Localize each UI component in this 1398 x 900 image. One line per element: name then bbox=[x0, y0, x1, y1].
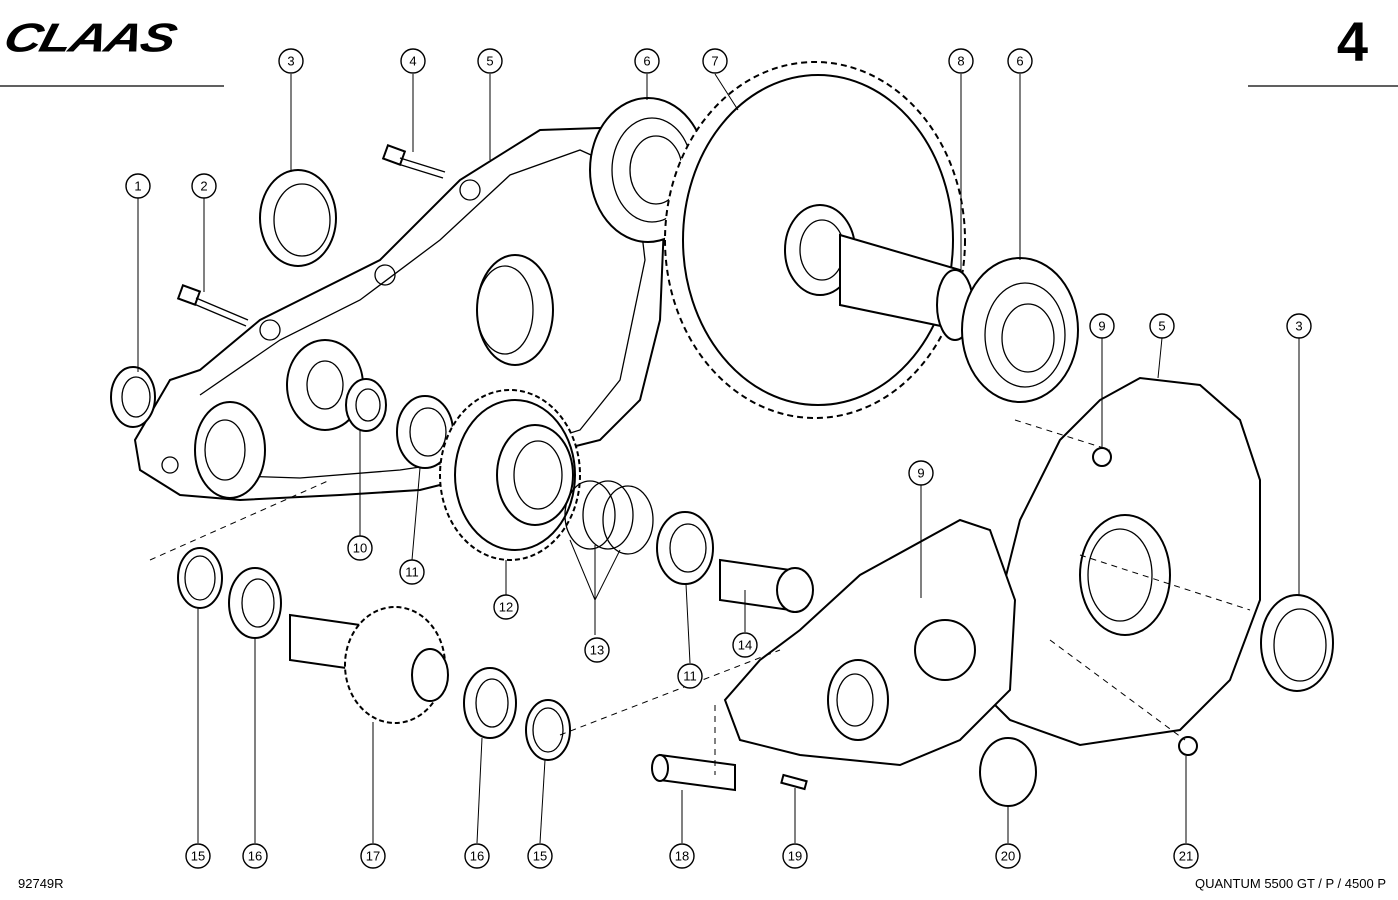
callout-1: 1 bbox=[125, 173, 151, 199]
svg-text:16: 16 bbox=[248, 849, 262, 864]
callout-15-right: 15 bbox=[527, 843, 553, 869]
callout-11-right: 11 bbox=[677, 663, 703, 689]
svg-text:6: 6 bbox=[643, 54, 650, 69]
callout-19: 19 bbox=[782, 843, 808, 869]
callout-18: 18 bbox=[669, 843, 695, 869]
bearing-16-left bbox=[228, 567, 282, 639]
svg-text:21: 21 bbox=[1179, 849, 1193, 864]
svg-text:11: 11 bbox=[405, 565, 419, 580]
callout-6-left: 6 bbox=[634, 48, 660, 74]
svg-text:10: 10 bbox=[353, 541, 367, 556]
callout-17: 17 bbox=[360, 843, 386, 869]
callout-5-right: 5 bbox=[1149, 313, 1175, 339]
svg-text:2: 2 bbox=[200, 179, 207, 194]
svg-text:3: 3 bbox=[287, 54, 294, 69]
large-gear-7 bbox=[664, 61, 966, 419]
svg-text:13: 13 bbox=[590, 643, 604, 658]
cap-20 bbox=[979, 737, 1037, 807]
nut-9-top bbox=[1092, 447, 1112, 467]
svg-text:16: 16 bbox=[470, 849, 484, 864]
plug-21 bbox=[1178, 736, 1198, 756]
callout-3-right: 3 bbox=[1286, 313, 1312, 339]
callout-12: 12 bbox=[493, 594, 519, 620]
svg-text:9: 9 bbox=[917, 466, 924, 481]
callout-9-lower: 9 bbox=[908, 460, 934, 486]
callout-10: 10 bbox=[347, 535, 373, 561]
svg-text:3: 3 bbox=[1295, 319, 1302, 334]
bearing-16-right bbox=[463, 667, 517, 739]
leader-lines bbox=[137, 73, 1300, 844]
svg-text:7: 7 bbox=[711, 54, 718, 69]
svg-text:19: 19 bbox=[788, 849, 802, 864]
callout-3-left: 3 bbox=[278, 48, 304, 74]
seal-ring-3-right bbox=[1260, 594, 1334, 692]
callout-13: 13 bbox=[584, 637, 610, 663]
pinion-shaft-17 bbox=[289, 606, 449, 724]
callout-7: 7 bbox=[702, 48, 728, 74]
bolt-2 bbox=[176, 284, 249, 327]
sleeve-18 bbox=[651, 753, 736, 792]
callout-9-top: 9 bbox=[1089, 313, 1115, 339]
seal-ring-1 bbox=[110, 366, 156, 428]
bolt-4 bbox=[381, 144, 446, 179]
ring-15-right bbox=[525, 699, 571, 761]
model-designation: QUANTUM 5500 GT / P / 4500 P bbox=[1195, 876, 1386, 891]
gear-12 bbox=[439, 389, 581, 561]
svg-text:15: 15 bbox=[533, 849, 547, 864]
bearing-6-right bbox=[961, 257, 1079, 403]
svg-text:11: 11 bbox=[683, 669, 697, 684]
ring-15-left bbox=[177, 547, 223, 609]
callout-15-left: 15 bbox=[185, 843, 211, 869]
svg-text:14: 14 bbox=[738, 638, 752, 653]
pin-19 bbox=[780, 773, 808, 791]
svg-text:12: 12 bbox=[499, 600, 513, 615]
svg-text:1: 1 bbox=[134, 179, 141, 194]
page-number: 4 bbox=[1336, 10, 1368, 73]
callout-5-left: 5 bbox=[477, 48, 503, 74]
seal-ring-3-left bbox=[259, 169, 337, 267]
callout-20: 20 bbox=[995, 843, 1021, 869]
svg-text:18: 18 bbox=[675, 849, 689, 864]
svg-text:5: 5 bbox=[1158, 319, 1165, 334]
callout-21: 21 bbox=[1173, 843, 1199, 869]
svg-text:17: 17 bbox=[366, 849, 380, 864]
callout-14: 14 bbox=[732, 632, 758, 658]
callout-16-left: 16 bbox=[242, 843, 268, 869]
svg-text:5: 5 bbox=[486, 54, 493, 69]
shaft-14 bbox=[719, 558, 814, 613]
callout-4: 4 bbox=[400, 48, 426, 74]
svg-text:20: 20 bbox=[1001, 849, 1015, 864]
callout-6-right: 6 bbox=[1007, 48, 1033, 74]
nut-10 bbox=[345, 378, 387, 432]
svg-text:9: 9 bbox=[1098, 319, 1105, 334]
bearing-11-right bbox=[656, 511, 714, 585]
callout-11-left: 11 bbox=[399, 559, 425, 585]
drawing-number: 92749R bbox=[18, 876, 64, 891]
center-housing bbox=[723, 518, 1017, 767]
callout-16-right: 16 bbox=[464, 843, 490, 869]
svg-text:8: 8 bbox=[957, 54, 964, 69]
svg-text:4: 4 bbox=[409, 54, 416, 69]
callout-8: 8 bbox=[948, 48, 974, 74]
svg-text:15: 15 bbox=[191, 849, 205, 864]
svg-text:6: 6 bbox=[1016, 54, 1023, 69]
right-housing-cover bbox=[988, 376, 1261, 747]
circlips-13 bbox=[564, 480, 654, 555]
callout-2: 2 bbox=[191, 173, 217, 199]
